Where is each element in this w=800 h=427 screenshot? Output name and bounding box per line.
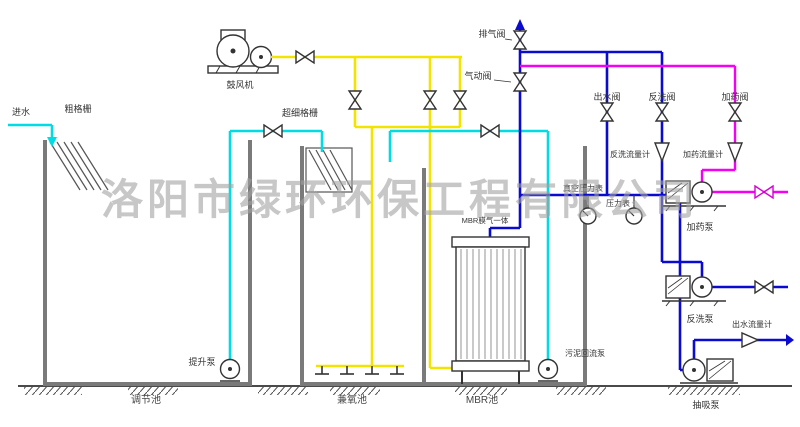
valve-return-line — [480, 123, 500, 139]
label-sludge-return-pump: 污泥回流泵 — [565, 348, 605, 358]
label-backwash-flowmeter: 反洗流量计 — [610, 149, 650, 159]
label-coarse-screen: 粗格栅 — [64, 103, 91, 114]
ground-line — [18, 385, 792, 395]
label-tank-mbr: MBR池 — [466, 393, 498, 406]
valve-air-2 — [422, 90, 438, 110]
label-leaders — [493, 38, 513, 83]
label-lift-pump: 提升泵 — [188, 357, 215, 367]
label-tank-facultative: 兼氧池 — [337, 393, 367, 406]
vacuum-gauge-symbol — [579, 195, 597, 225]
valve-dosing — [727, 102, 743, 122]
tank-facultative-and-mbr — [300, 146, 587, 386]
chemical-piping — [520, 64, 788, 194]
tank-regulation — [43, 140, 252, 386]
mbr-membrane-module — [451, 236, 530, 384]
dosing-pump-symbol — [662, 180, 726, 212]
label-dosing-valve: 加药阀 — [721, 92, 748, 102]
valve-backwash — [654, 102, 670, 122]
label-backwash-pump: 反洗泵 — [686, 313, 713, 324]
valve-transfer — [263, 123, 283, 139]
outlet-flowmeter-symbol — [741, 331, 760, 349]
valve-air-3 — [452, 90, 468, 110]
suction-pump-symbol — [680, 358, 738, 384]
label-outlet-flowmeter: 出水流量计 — [732, 319, 772, 329]
watermark: 洛阳市绿环环保工程有限公司 — [101, 176, 699, 223]
valve-air-1 — [347, 90, 363, 110]
valve-exhaust — [512, 30, 528, 50]
valve-pneumatic — [512, 72, 528, 92]
label-outlet-valve: 出水阀 — [593, 91, 620, 102]
blower-symbol — [207, 29, 279, 74]
label-dosing-flowmeter: 加药流量计 — [683, 149, 723, 159]
valve-chemical-inlet — [754, 184, 774, 200]
label-fine-screen: 超细格栅 — [282, 107, 318, 118]
air-piping — [271, 55, 462, 370]
label-tank-regulation: 调节池 — [131, 393, 161, 406]
label-dosing-pump: 加药泵 — [686, 222, 713, 232]
valve-blower-main — [295, 49, 315, 65]
label-suction-pump: 抽吸泵 — [692, 399, 719, 410]
label-influent: 进水 — [12, 106, 30, 117]
water-piping — [8, 123, 550, 360]
label-pneumatic-valve: 气动阀 — [464, 70, 491, 81]
air-diffusers — [315, 366, 404, 375]
label-mbr-module: MBR膜气一体 — [462, 215, 509, 225]
dosing-flowmeter-symbol — [726, 142, 744, 163]
backwash-pump-symbol — [662, 275, 726, 307]
label-exhaust-valve: 排气阀 — [478, 28, 505, 39]
fine-screen-symbol — [305, 147, 353, 193]
valve-outlet — [599, 102, 615, 122]
lift-pump-symbol — [219, 358, 241, 382]
coarse-screen-symbol — [49, 141, 109, 191]
pressure-gauge-symbol — [625, 195, 643, 225]
label-vacuum-gauge: 真空压力表 — [563, 183, 603, 193]
sludge-return-pump-symbol — [537, 358, 559, 382]
backwash-flowmeter-symbol — [653, 142, 671, 163]
label-pressure-gauge: 压力表 — [606, 198, 630, 208]
valve-backwash-inlet — [754, 279, 774, 295]
label-backwash-valve: 反洗阀 — [648, 91, 675, 102]
label-blower: 鼓风机 — [226, 79, 253, 90]
